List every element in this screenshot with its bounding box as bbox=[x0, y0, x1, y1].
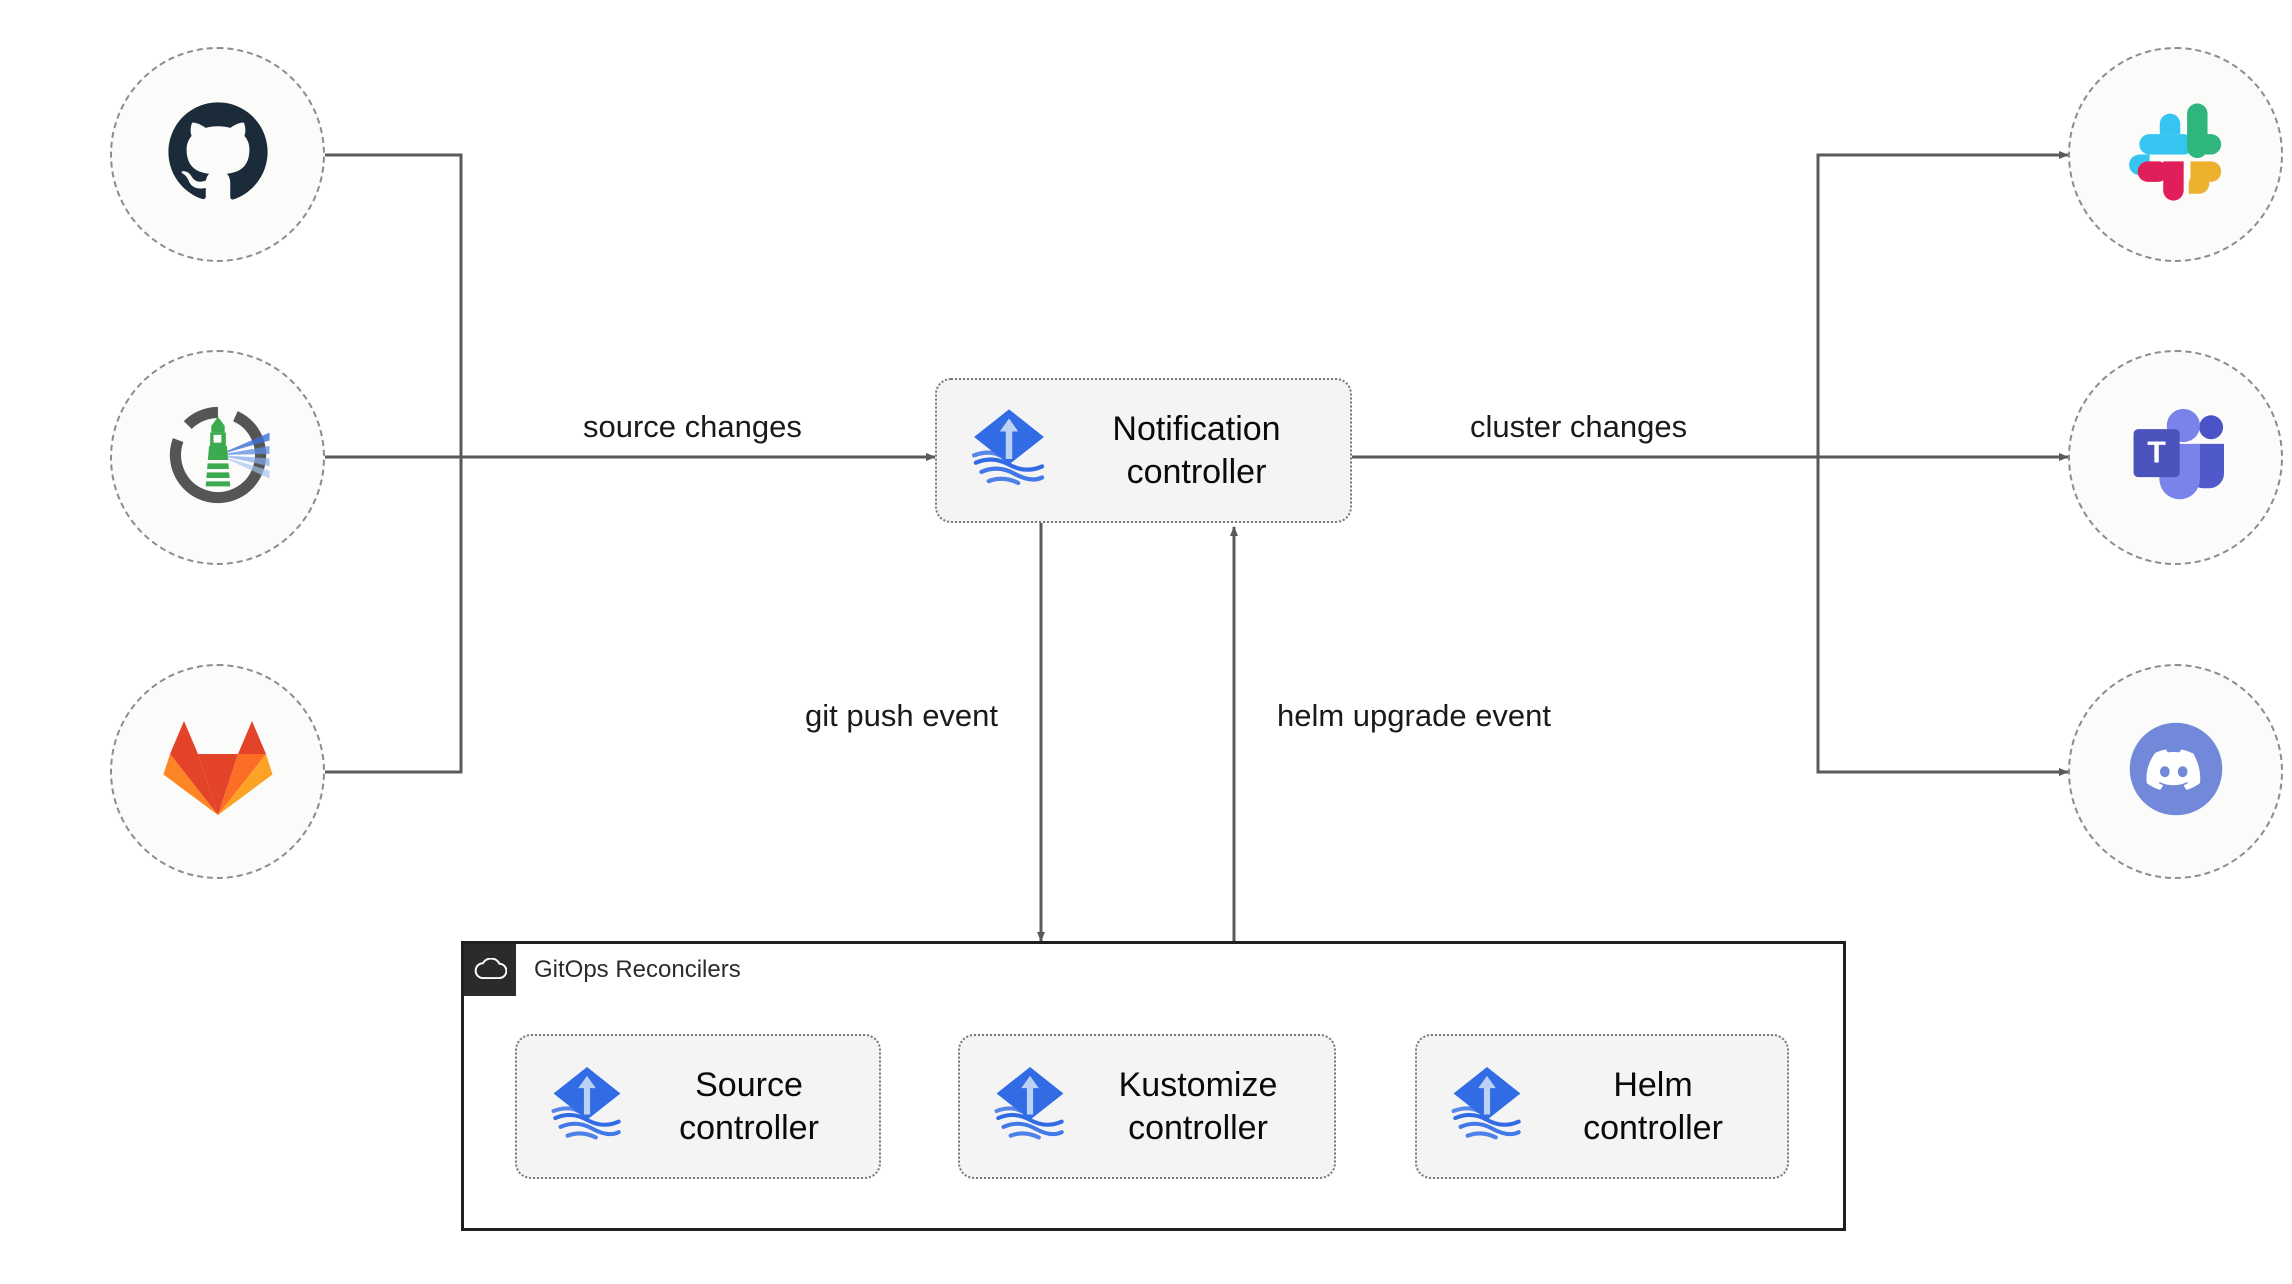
notification-controller-box[interactable]: Notification controller bbox=[935, 378, 1352, 523]
wire-bus-to-slack bbox=[1816, 151, 2069, 457]
flux-logo-icon bbox=[963, 402, 1055, 499]
microsoft-teams-icon: T bbox=[2124, 407, 2228, 508]
target-node-slack[interactable] bbox=[2068, 47, 2283, 262]
edge-label-git-push-event: git push event bbox=[805, 698, 999, 733]
edge-label-cluster-changes: cluster changes bbox=[1470, 409, 1688, 444]
discord-icon bbox=[2123, 716, 2229, 827]
cloud-icon bbox=[464, 944, 516, 996]
kustomize-controller-label: Kustomize controller bbox=[1118, 1066, 1278, 1147]
gitops-reconcilers-title: GitOps Reconcilers bbox=[534, 956, 741, 983]
target-node-teams[interactable]: T bbox=[2068, 350, 2283, 565]
source-node-github[interactable] bbox=[110, 47, 325, 262]
gitlab-icon bbox=[163, 717, 273, 826]
flux-logo-icon bbox=[543, 1060, 631, 1153]
flux-logo-icon bbox=[986, 1060, 1074, 1153]
helm-controller-box[interactable]: Helm controller bbox=[1415, 1034, 1789, 1179]
gitops-reconcilers-container: GitOps Reconcilers Source controller bbox=[461, 941, 1846, 1231]
edge-label-helm-upgrade-event: helm upgrade event bbox=[1277, 698, 1552, 733]
gitops-reconcilers-header: GitOps Reconcilers bbox=[464, 944, 741, 996]
slack-icon bbox=[2124, 100, 2228, 209]
kustomize-controller-box[interactable]: Kustomize controller bbox=[958, 1034, 1336, 1179]
source-controller-label: Source controller bbox=[679, 1066, 819, 1147]
source-node-gitlab[interactable] bbox=[110, 664, 325, 879]
svg-text:T: T bbox=[2147, 435, 2166, 469]
notification-controller-label: Notification controller bbox=[1112, 410, 1281, 491]
wire-bus-to-discord bbox=[1816, 457, 2069, 776]
source-node-flux[interactable] bbox=[110, 350, 325, 565]
github-icon bbox=[164, 98, 272, 211]
source-controller-box[interactable]: Source controller bbox=[515, 1034, 881, 1179]
target-node-discord[interactable] bbox=[2068, 664, 2283, 879]
helm-controller-label: Helm controller bbox=[1583, 1066, 1723, 1147]
edge-label-source-changes: source changes bbox=[583, 409, 802, 444]
flux-lighthouse-icon bbox=[162, 399, 274, 516]
flux-logo-icon bbox=[1443, 1060, 1531, 1153]
